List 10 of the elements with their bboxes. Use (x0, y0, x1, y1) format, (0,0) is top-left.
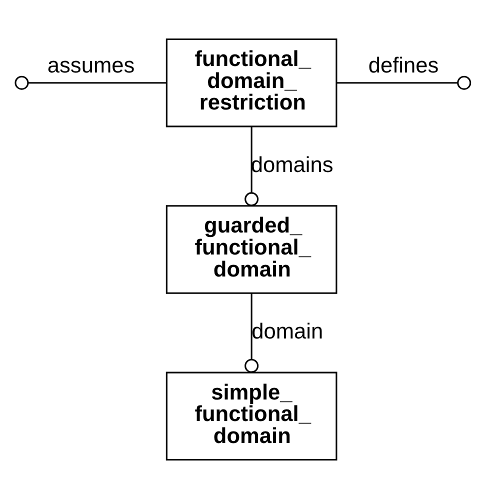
node-box: guarded_ functional_ domain (166, 205, 338, 294)
connector (244, 293, 259, 373)
connector (336, 82, 458, 84)
connector (28, 82, 167, 84)
edge-label: defines (368, 52, 439, 78)
node-box: simple_ functional_ domain (166, 372, 338, 461)
edge-label: domain (252, 318, 324, 344)
edge-label: assumes (47, 52, 135, 78)
connector (244, 126, 259, 206)
node-box: functional_ domain_ restriction (166, 38, 338, 128)
